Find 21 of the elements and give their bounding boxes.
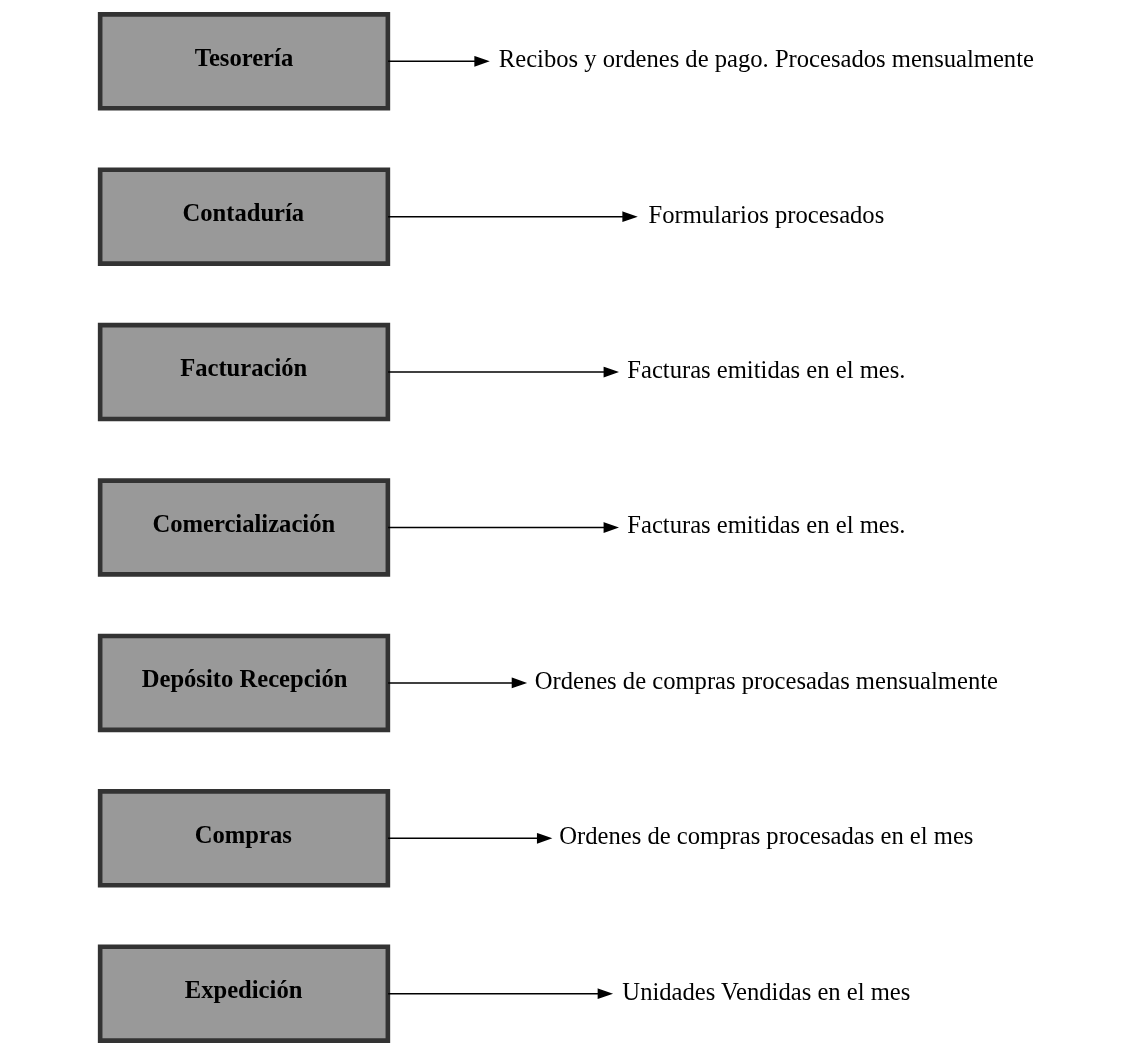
node-box: Compras	[97, 789, 390, 888]
node-text: Ordenes de compras procesadas en el mes	[558, 822, 973, 850]
arrow	[386, 55, 490, 67]
node-box: Facturación	[97, 322, 390, 422]
arrow	[386, 832, 552, 844]
arrow	[386, 677, 527, 689]
arrow	[386, 522, 619, 533]
node-box: Comercialización	[97, 478, 390, 577]
node-text: Facturas emitidas en el mes.	[626, 511, 905, 539]
node-text: Formularios procesados	[647, 200, 884, 228]
node-text: Unidades Vendidas en el mes	[621, 977, 910, 1005]
node-box: Depósito Recepción	[97, 633, 390, 733]
node-box: Expedición	[97, 944, 390, 1043]
node-text: Ordenes de compras procesadas mensualmente	[534, 666, 998, 694]
arrow	[386, 211, 638, 223]
arrow	[386, 988, 613, 1000]
arrow	[386, 366, 619, 378]
node-box: Tesorería	[97, 12, 390, 111]
node-text: Facturas emitidas en el mes.	[626, 355, 905, 383]
node-box: Contaduría	[97, 167, 390, 266]
node-text: Recibos y ordenes de pago. Procesados mensualmente	[498, 45, 1034, 73]
